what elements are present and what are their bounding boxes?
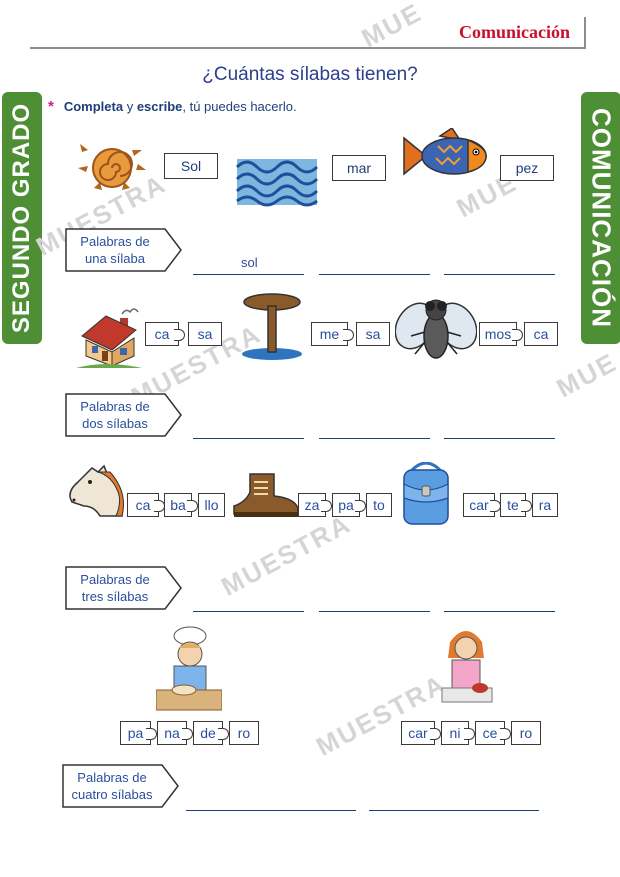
subject-banner: COMUNICACIÓN — [581, 92, 620, 344]
syllable-piece: pa — [120, 721, 157, 745]
syllable-piece: ca — [127, 493, 165, 517]
grade-banner-text: SEGUNDO GRADO — [8, 102, 35, 334]
watermark: MUE — [551, 346, 620, 404]
syllable-piece: ca — [524, 322, 558, 346]
label-line-1: Palabras de — [80, 572, 150, 587]
subject-title: Comunicación — [458, 22, 570, 42]
header-divider — [584, 17, 586, 49]
fly-picture — [395, 299, 477, 359]
syllable-piece: ro — [229, 721, 259, 745]
syllable-piece: ro — [511, 721, 541, 745]
instruction: * Completa y escribe, tú puedes hacerlo. — [48, 98, 297, 115]
word-box-mar: mar — [332, 155, 386, 181]
syllable-piece: te — [500, 493, 532, 517]
bullet-asterisk: * — [48, 98, 54, 115]
boot-picture — [233, 473, 299, 517]
answer-line[interactable] — [369, 810, 539, 811]
answer-line[interactable] — [319, 611, 430, 612]
syllable-piece: ni — [441, 721, 475, 745]
butcher-picture — [441, 631, 493, 703]
answer-line[interactable] — [193, 611, 304, 612]
answer-line[interactable] — [319, 438, 430, 439]
label-line-2: cuatro sílabas — [71, 787, 153, 802]
word-box-sol: Sol — [164, 153, 218, 179]
syllable-piece: me — [311, 322, 354, 346]
label-line-1: Palabras de — [77, 770, 147, 785]
answer-line[interactable] — [319, 274, 430, 275]
syllable-piece: ce — [475, 721, 511, 745]
answer-line[interactable] — [444, 611, 555, 612]
label-dos-silabas: Palabras de dos sílabas — [65, 393, 183, 437]
horse-picture — [69, 464, 124, 517]
backpack-picture — [403, 462, 449, 525]
syllable-piece: sa — [188, 322, 222, 346]
grade-banner: SEGUNDO GRADO — [2, 92, 42, 344]
label-tres-silabas: Palabras de tres sílabas — [65, 566, 183, 610]
syllable-piece: pa — [332, 493, 366, 517]
syllable-piece: to — [366, 493, 392, 517]
watermark: MUESTRA — [311, 668, 452, 762]
syllable-piece: sa — [356, 322, 390, 346]
syllable-piece: za — [298, 493, 332, 517]
label-line-2: dos sílabas — [82, 416, 148, 431]
stool-picture — [242, 293, 302, 360]
label-una-silaba: Palabras de una sílaba — [65, 228, 183, 272]
subject-banner-text: COMUNICACIÓN — [586, 108, 617, 328]
syllable-piece: de — [193, 721, 229, 745]
sun-picture — [78, 144, 146, 190]
syllable-piece: na — [157, 721, 193, 745]
label-line-2: una sílaba — [85, 251, 145, 266]
instruction-mid: y — [126, 99, 134, 114]
syllable-piece: ca — [145, 322, 185, 346]
answer-line[interactable] — [193, 438, 304, 439]
fish-picture — [403, 128, 487, 176]
header-rule — [30, 47, 586, 49]
watermark: MUESTRA — [216, 508, 357, 602]
syllable-piece: car — [463, 493, 501, 517]
label-line-1: Palabras de — [80, 234, 150, 249]
word-box-pez: pez — [500, 155, 554, 181]
label-line-2: tres sílabas — [81, 589, 149, 604]
instruction-bold-2: escribe — [136, 99, 183, 114]
instruction-rest: , tú puedes hacerlo. — [182, 99, 297, 114]
answer-line[interactable] — [444, 438, 555, 439]
waves-picture — [235, 159, 319, 207]
answer-line[interactable] — [444, 274, 555, 275]
answer-line[interactable] — [193, 274, 304, 275]
instruction-bold-1: Completa — [63, 99, 124, 114]
answer-sol: sol — [241, 255, 258, 270]
answer-line[interactable] — [186, 810, 356, 811]
label-cuatro-silabas: Palabras de cuatro sílabas — [62, 764, 180, 808]
syllable-piece: llo — [198, 493, 225, 517]
baker-picture — [156, 626, 222, 711]
syllable-piece: ra — [532, 493, 558, 517]
syllable-piece: ba — [164, 493, 198, 517]
page-title: ¿Cuántas sílabas tienen? — [202, 64, 418, 85]
syllable-piece: car — [401, 721, 441, 745]
syllable-piece: mos — [479, 322, 523, 346]
label-line-1: Palabras de — [80, 399, 150, 414]
house-picture — [76, 308, 142, 368]
